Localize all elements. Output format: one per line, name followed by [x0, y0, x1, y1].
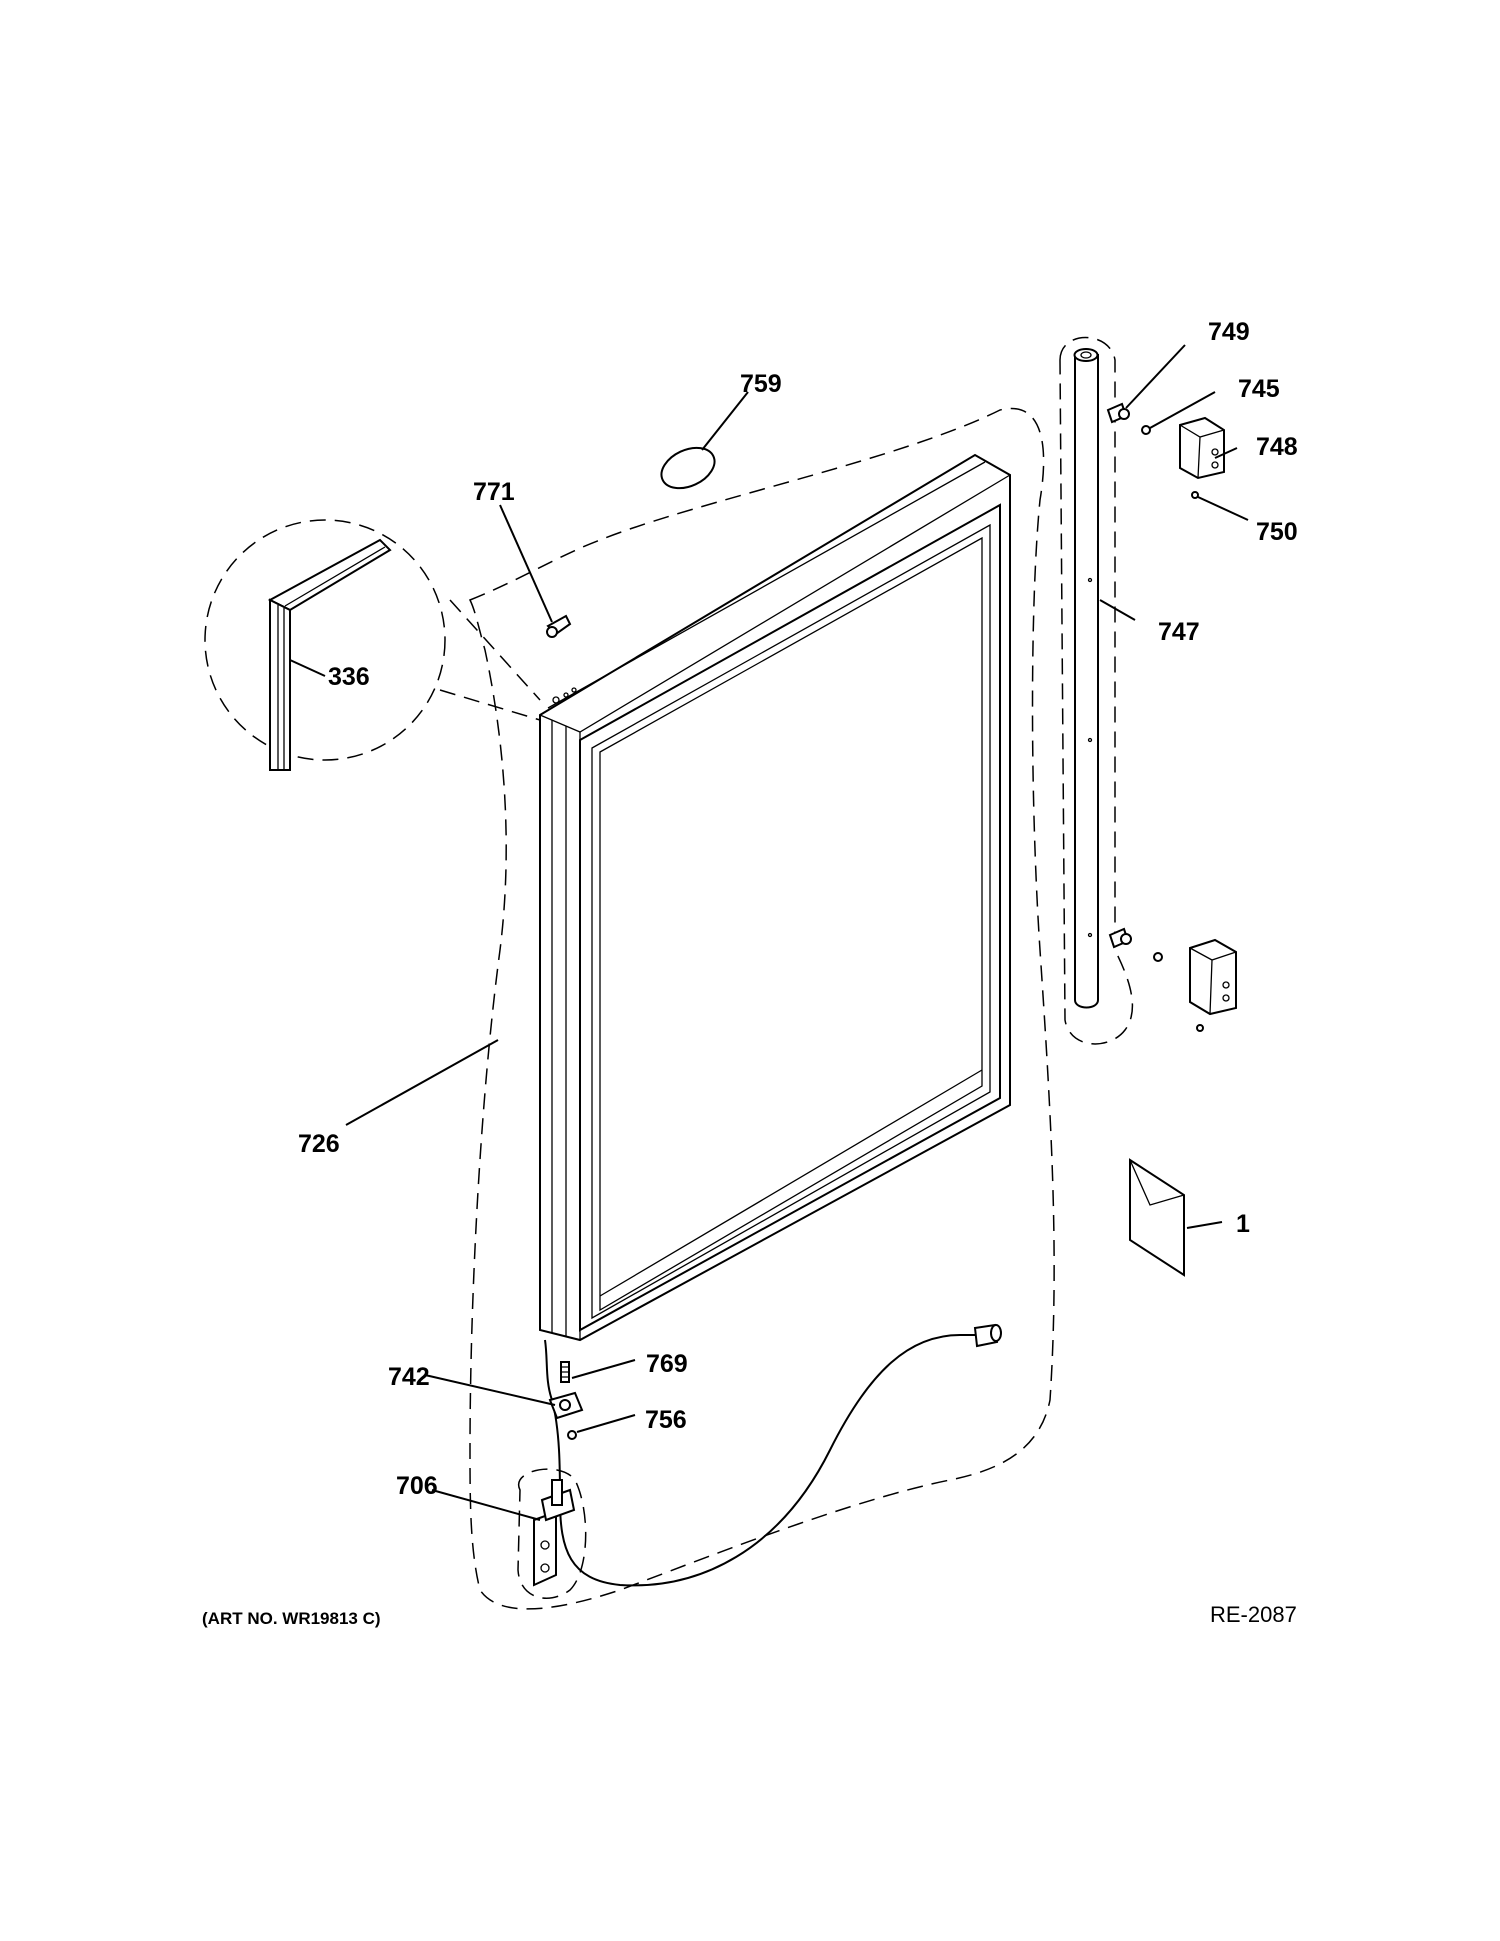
leader-756 [576, 1414, 636, 1433]
door-frame-icon [539, 453, 1011, 1342]
callout-726: 726 [298, 1130, 340, 1158]
leader-742 [424, 1374, 556, 1406]
hinge-assembly-outline [517, 1468, 587, 1599]
leader-1 [1186, 1221, 1223, 1229]
leader-748 [1214, 447, 1238, 459]
setscrew-750-icon [1191, 491, 1199, 499]
callout-756: 756 [645, 1406, 687, 1434]
detail-leader [439, 599, 541, 721]
leader-706 [431, 1489, 541, 1521]
leader-726 [345, 1039, 499, 1126]
handle-tube-icon [1073, 348, 1099, 1009]
callout-750: 750 [1256, 518, 1298, 546]
callout-745: 745 [1238, 375, 1280, 403]
leader-771 [499, 504, 553, 623]
wire-harness-icon [544, 1334, 980, 1587]
literature-envelope-icon [1129, 1158, 1185, 1277]
door-assembly-outline [468, 407, 1055, 1610]
callout-742: 742 [388, 1363, 430, 1391]
callout-749: 749 [1208, 318, 1250, 346]
standoff-749-icon [1106, 402, 1130, 424]
handle-cap-748-icon [1179, 416, 1225, 480]
wire-connector-icon [973, 1323, 1002, 1348]
callout-1: 1 [1236, 1210, 1250, 1238]
reference-code: RE-2087 [1210, 1602, 1297, 1627]
leader-759 [701, 391, 749, 451]
handle-assembly-outline [1059, 336, 1134, 1045]
lower-handle-mount-icon [1108, 927, 1237, 1032]
screw-745-icon [1141, 425, 1151, 435]
gasket-profile-icon [267, 538, 392, 771]
oval-part-759-icon [660, 446, 716, 490]
leader-747 [1099, 599, 1136, 621]
lower-hinge-706-icon [533, 1479, 576, 1587]
callout-747: 747 [1158, 618, 1200, 646]
bracket-771-icon [546, 614, 572, 638]
pin-769-icon [560, 1361, 570, 1383]
leader-769 [571, 1359, 636, 1379]
art-number: (ART NO. WR19813 C) [202, 1609, 381, 1628]
callout-748: 748 [1256, 433, 1298, 461]
leader-749 [1125, 344, 1186, 409]
callout-759: 759 [740, 370, 782, 398]
leader-336 [289, 659, 326, 677]
leader-745 [1149, 391, 1216, 429]
callout-771: 771 [473, 478, 515, 506]
callout-769: 769 [646, 1350, 688, 1378]
hinge-bracket-742-icon [548, 1391, 584, 1420]
leader-750 [1197, 496, 1249, 521]
gasket-detail-circle [204, 519, 446, 761]
callout-336: 336 [328, 663, 370, 691]
callout-706: 706 [396, 1472, 438, 1500]
screw-756-icon [567, 1430, 577, 1440]
